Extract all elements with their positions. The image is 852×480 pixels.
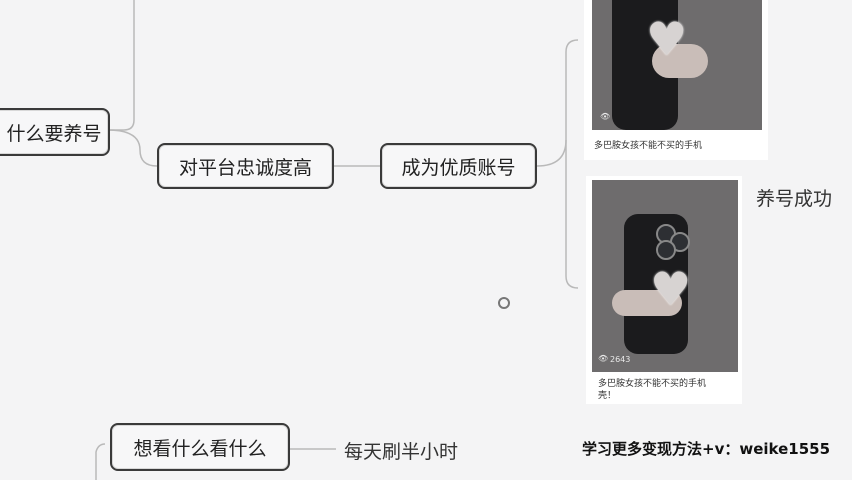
- daily-label: 每天刷半小时: [344, 441, 459, 463]
- screenshot-photo-1: ♥ 👁: [592, 0, 762, 130]
- screenshot-caption-1: 多巴胺女孩不能不买的手机: [594, 141, 703, 151]
- link-root-loyalty: [107, 129, 158, 167]
- success-label: 养号成功: [756, 188, 833, 210]
- watch-node[interactable]: 想看什么看什么: [110, 423, 290, 471]
- link-quality-card1: [536, 39, 579, 167]
- root-node-label: 什么要养号: [6, 122, 102, 145]
- link-watch-down: [95, 443, 106, 480]
- loyalty-node[interactable]: 对平台忠诚度高: [157, 143, 334, 189]
- root-node[interactable]: 什么要养号: [0, 108, 110, 156]
- view-count-icon: 👁: [600, 112, 611, 121]
- heart-grip-icon: ♥: [650, 262, 692, 316]
- quality-node[interactable]: 成为优质账号: [380, 143, 537, 189]
- quality-node-label: 成为优质账号: [401, 156, 516, 179]
- view-count: 2643: [610, 355, 631, 364]
- link-quality-card2: [565, 140, 579, 289]
- camera-lens-icon: [656, 240, 676, 260]
- screenshot-card-1[interactable]: ♥ 👁 多巴胺女孩不能不买的手机: [584, 0, 768, 160]
- hand-image: [652, 44, 708, 78]
- heart-grip-icon: ♥: [646, 12, 688, 66]
- watch-node-label: 想看什么看什么: [133, 437, 267, 460]
- link-root-up: [108, 0, 135, 131]
- mouse-cursor-icon: [498, 297, 510, 309]
- watermark: 学习更多变现方法+v：weike1555: [582, 440, 831, 458]
- screenshot-photo-2: ♥ 👁 2643: [592, 180, 738, 372]
- screenshot-card-2[interactable]: ♥ 👁 2643 多巴胺女孩不能不买的手机 壳！: [586, 176, 742, 404]
- hand-image: [612, 290, 682, 316]
- screenshot-caption-2: 多巴胺女孩不能不买的手机 壳！: [598, 379, 707, 401]
- loyalty-node-label: 对平台忠诚度高: [178, 156, 312, 179]
- view-count-icon: 👁: [598, 354, 609, 363]
